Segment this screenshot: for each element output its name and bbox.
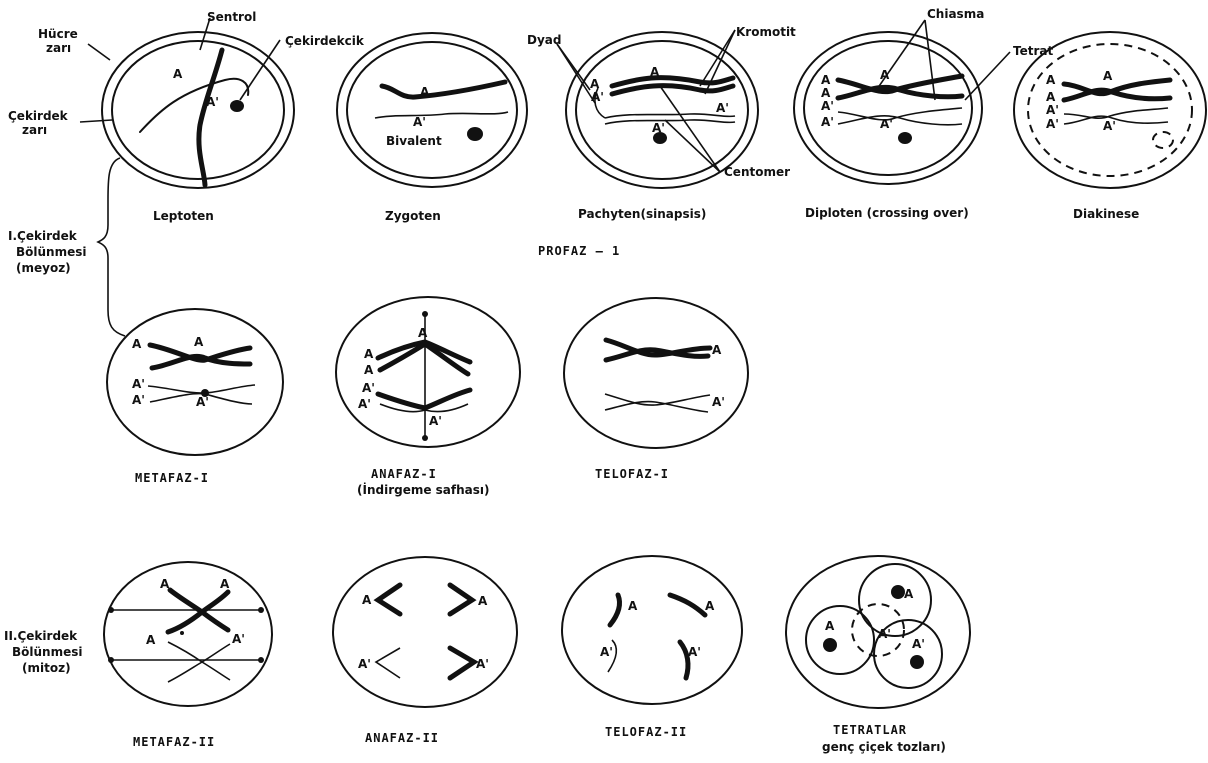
marker-a-prime: A' xyxy=(413,115,426,129)
stage-pachyten: Pachyten(sinapsis) xyxy=(578,207,706,221)
label-division-2: II.Çekirdek xyxy=(4,629,78,643)
label-cekirdek-zari: zarı xyxy=(22,123,47,137)
marker-a-prime: A' xyxy=(232,632,245,646)
marker-a-prime: A' xyxy=(132,377,145,391)
marker-a-prime: A' xyxy=(880,117,893,131)
marker-a: A xyxy=(364,347,374,361)
stage-anafaz-2: ANAFAZ-II xyxy=(365,731,439,745)
marker-a-prime: A' xyxy=(716,101,729,115)
label-division-2-c: (mitoz) xyxy=(22,661,71,675)
stage-diakinese: Diakinese xyxy=(1073,207,1139,221)
marker-a-prime: A' xyxy=(821,99,834,113)
marker-a-prime: A' xyxy=(429,414,442,428)
metafaz-1-cell: A A' A' A A' xyxy=(107,309,283,455)
stage-telofaz-2: TELOFAZ-II xyxy=(605,725,687,739)
marker-a-prime: A' xyxy=(652,121,665,135)
phase-title-profaz: PROFAZ – 1 xyxy=(538,244,620,258)
label-chiasma: Chiasma xyxy=(927,7,984,21)
telofaz-2-cell: A A A' A' xyxy=(562,556,742,704)
marker-a: A xyxy=(650,65,660,79)
marker-a: A xyxy=(705,599,715,613)
marker-a-prime: A' xyxy=(912,637,925,651)
label-tetrat: Tetrat xyxy=(1013,44,1053,58)
marker-a: A xyxy=(712,343,722,357)
label-hucre: Hücre xyxy=(38,27,78,41)
marker-a: A xyxy=(821,73,831,87)
anafaz-1-cell: A A A' A' A A' xyxy=(336,297,520,447)
marker-a: A xyxy=(146,633,156,647)
marker-a: A xyxy=(132,337,142,351)
marker-a: A xyxy=(160,577,170,591)
label-sentrol: Sentrol xyxy=(207,10,256,24)
marker-a: A xyxy=(590,77,600,91)
label-centomer: Centomer xyxy=(724,165,790,179)
marker-a: A xyxy=(880,68,890,82)
marker-a: A xyxy=(173,67,183,81)
label-cekirdekcik: Çekirdekcik xyxy=(285,34,365,48)
stage-metafaz-1: METAFAZ-I xyxy=(135,471,209,485)
marker-a-prime: A' xyxy=(476,657,489,671)
marker-a-prime: A' xyxy=(1046,117,1059,131)
diploten-cell: A A A' A' A A' xyxy=(794,32,982,184)
nucleolus-dot xyxy=(898,132,912,144)
marker-a: A xyxy=(220,577,230,591)
marker-a-prime: A' xyxy=(591,90,604,104)
marker-a-prime: A' xyxy=(132,393,145,407)
marker-a-prime: A' xyxy=(206,95,219,109)
marker-a-prime: A' xyxy=(878,627,891,641)
marker-a: A xyxy=(194,335,204,349)
marker-a: A xyxy=(825,619,835,633)
anafaz-2-cell: A A A' A' xyxy=(333,557,517,707)
tetratlar-cell: A A A' A' xyxy=(786,556,970,708)
marker-a: A xyxy=(478,594,488,608)
marker-a-prime: A' xyxy=(688,645,701,659)
leptoten-cell: A A' xyxy=(102,32,294,188)
marker-a: A xyxy=(628,599,638,613)
marker-a: A xyxy=(821,86,831,100)
label-division-2-b: Bölünmesi xyxy=(12,645,83,659)
label-bivalent: Bivalent xyxy=(386,134,442,148)
metafaz-2-cell: A A A A' xyxy=(104,562,272,706)
label-dyad: Dyad xyxy=(527,33,561,47)
label-division-1-c: (meyoz) xyxy=(16,261,71,275)
stage-anafaz-1-sub: (İndirgeme safhası) xyxy=(357,482,490,497)
marker-a: A xyxy=(362,593,372,607)
marker-a-prime: A' xyxy=(821,115,834,129)
marker-a-prime: A' xyxy=(600,645,613,659)
marker-a-prime: A' xyxy=(712,395,725,409)
marker-a: A xyxy=(1103,69,1113,83)
stage-metafaz-2: METAFAZ-II xyxy=(133,735,215,749)
stage-tetratlar-sub: genç çiçek tozları) xyxy=(822,740,946,754)
marker-a-prime: A' xyxy=(196,395,209,409)
telofaz-1-cell: A A' xyxy=(564,298,748,448)
stage-zygoten: Zygoten xyxy=(385,209,441,223)
marker-a: A xyxy=(904,587,914,601)
stage-telofaz-1: TELOFAZ-I xyxy=(595,467,669,481)
marker-a-prime: A' xyxy=(358,657,371,671)
label-division-1: I.Çekirdek xyxy=(8,229,78,243)
marker-a-prime: A' xyxy=(1103,119,1116,133)
marker-a-prime: A' xyxy=(1046,103,1059,117)
marker-a: A xyxy=(418,326,428,340)
marker-a: A xyxy=(1046,90,1056,104)
label-cekirdek: Çekirdek xyxy=(8,109,69,123)
marker-a-prime: A' xyxy=(358,397,371,411)
zygoten-cell: A A' xyxy=(337,33,527,187)
meiosis-i-bracket xyxy=(98,158,125,336)
stage-leptoten: Leptoten xyxy=(153,209,214,223)
nucleolus-dot xyxy=(467,127,483,141)
label-hucre-zari: zarı xyxy=(46,41,71,55)
stage-diploten: Diploten (crossing over) xyxy=(805,206,969,220)
nucleolus-dot xyxy=(230,100,244,112)
marker-a-prime: A' xyxy=(362,381,375,395)
marker-a: A xyxy=(420,85,430,99)
nucleolus-outline xyxy=(1153,132,1173,148)
marker-a: A xyxy=(364,363,374,377)
label-division-1-b: Bölünmesi xyxy=(16,245,87,259)
stage-tetratlar: TETRATLAR xyxy=(833,723,907,737)
stage-anafaz-1: ANAFAZ-I xyxy=(371,467,437,481)
label-kromotit: Kromotit xyxy=(736,25,796,39)
marker-a: A xyxy=(1046,73,1056,87)
